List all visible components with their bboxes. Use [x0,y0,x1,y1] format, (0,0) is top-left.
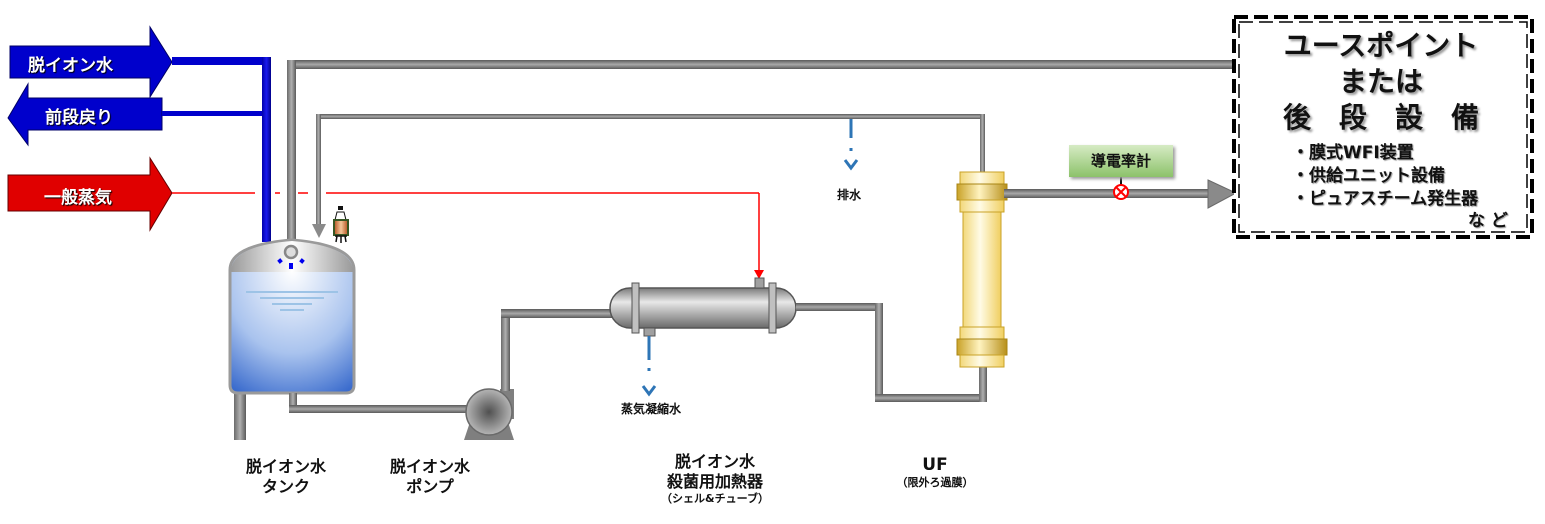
tank-label-line1: 脱イオン水 [245,457,326,476]
spray-ball [277,244,305,269]
uf-label-line1: UF [922,455,948,475]
steam-inlet-label: 一般蒸気 [44,188,112,208]
pump-label-line1: 脱イオン水 [389,457,470,476]
uf-module [956,171,1008,368]
condensate-line [641,336,657,397]
pump-discharge-pipe [501,309,613,391]
supply-pipe [287,60,1233,245]
condensate-label: 蒸気凝縮水 [621,402,682,416]
heater-label-line1: 脱イオン水 [674,452,755,471]
uf-label-line2: （限外ろ過膜） [896,476,974,490]
downstream-equipment-title: 後 段 設 備 [1282,101,1479,134]
pump-label-line2: ポンプ [406,477,454,496]
di-water-line [162,57,271,242]
use-point-item: ・膜式WFI装置 [1292,143,1414,163]
tank-label: 脱イオン水 タンク [226,457,346,497]
uf-outlet-pipe [1004,179,1238,209]
conductivity-sensor-icon [1113,177,1129,200]
use-point-etc: な ど [1468,211,1508,231]
return-pipe [312,114,985,238]
vent-filter [333,206,349,243]
heater-label-line3: （シェル&チューブ） [661,492,769,505]
use-point-title: ユースポイント [1283,29,1479,62]
pump-suction-pipe [289,393,469,413]
return-outlet-label: 前段戻り [45,108,113,128]
tank-label-line2: タンク [261,477,310,496]
shell-tube-heater [609,277,797,337]
heater-label-line2: 殺菌用加熱器 [666,472,763,491]
heater-outlet-pipe [796,303,987,402]
di-water-inlet-arrow [9,25,173,99]
di-water-pump [464,388,514,440]
drain-line [843,119,859,171]
pump-label: 脱イオン水 ポンプ [370,457,490,497]
steam-line [172,192,764,279]
conductivity-meter-label: 導電率計 [1069,145,1173,177]
use-point-item: ・供給ユニット設備 [1292,166,1445,186]
steam-inlet-arrow [7,156,173,232]
heater-label: 脱イオン水 殺菌用加熱器 （シェル&チューブ） [630,452,800,506]
use-point-item: ・ピュアスチーム発生器 [1292,189,1479,209]
use-point-box-border [1232,15,1534,239]
use-point-box: ユースポイント または 後 段 設 備 ・膜式WFI装置 ・供給ユニット設備 ・… [1232,16,1530,238]
drain-label: 排水 [837,188,862,202]
di-water-inlet-label: 脱イオン水 [28,56,113,76]
return-outlet-arrow [7,82,163,147]
uf-label: UF （限外ろ過膜） [880,455,990,490]
use-point-or: または [1338,65,1423,98]
